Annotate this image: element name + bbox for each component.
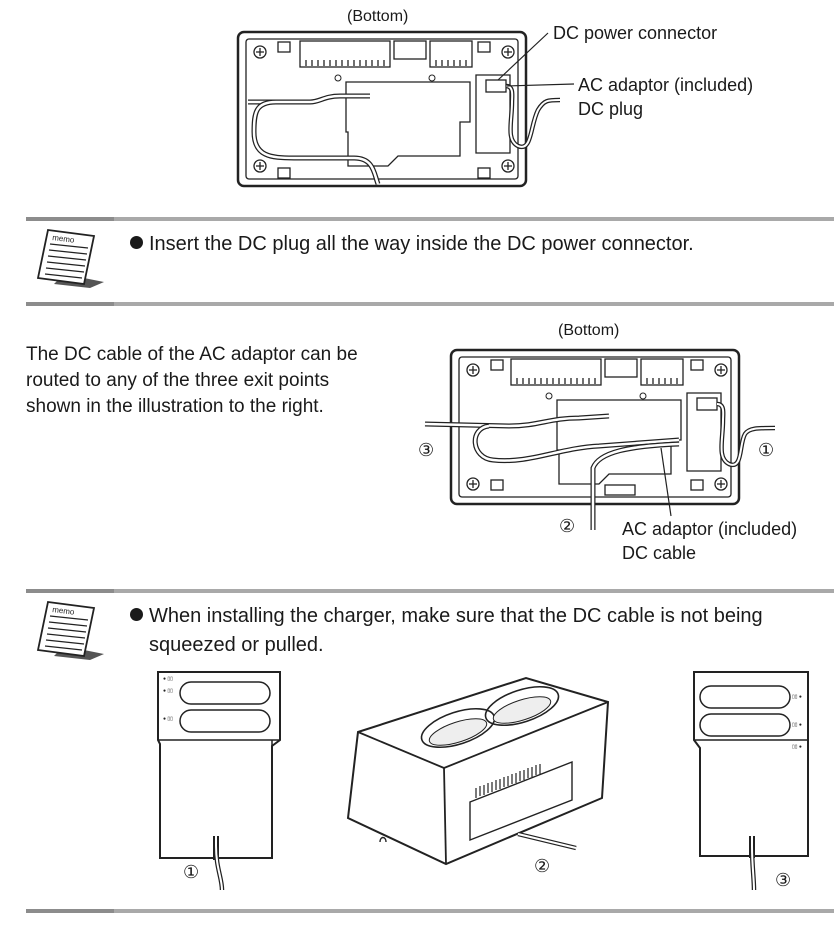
memo1-text-content: Insert the DC plug all the way inside th…: [149, 233, 694, 255]
svg-text:● ▯▯: ● ▯▯: [163, 716, 173, 722]
svg-text:▯▯ ●: ▯▯ ●: [792, 744, 802, 750]
diagram1-title: (Bottom): [347, 8, 409, 25]
charger-angled-view: [346, 676, 610, 866]
svg-text:● ▯▯: ● ▯▯: [163, 676, 173, 682]
exit-point-3: ③: [418, 440, 435, 460]
bottom-rule: [26, 909, 834, 913]
bullet-icon: [130, 608, 143, 621]
svg-text:▯▯ ●: ▯▯ ●: [792, 722, 802, 728]
label-dc-cable: DC cable: [622, 543, 697, 563]
label-dc-power-connector: DC power connector: [553, 23, 718, 43]
charger-bottom-diagram-1: [236, 30, 575, 188]
charger-bottom-diagram-2: [424, 348, 776, 530]
memo1-text: Insert the DC plug all the way inside th…: [130, 230, 694, 259]
routing-line1: The DC cable of the AC adaptor can be: [26, 344, 358, 365]
routing-line3: shown in the illustration to the right.: [26, 396, 324, 417]
memo1-bottom-rule: [26, 302, 834, 306]
label-ac-adaptor-2: AC adaptor (included): [622, 519, 798, 539]
svg-text:▯▯ ●: ▯▯ ●: [792, 694, 802, 700]
memo2-line2: squeezed or pulled.: [149, 634, 324, 656]
routing-line2: routed to any of the three exit points: [26, 370, 330, 391]
routing-paragraph: The DC cable of the AC adaptor can be ro…: [26, 342, 358, 420]
charger-number-3: ③: [775, 870, 792, 890]
charger-side-view-right: ▯▯ ● ▯▯ ● ▯▯ ●: [693, 671, 809, 891]
memo-icon-text: memo: [52, 233, 76, 245]
memo2-text: When installing the charger, make sure t…: [130, 602, 820, 660]
memo-icon-text: memo: [52, 605, 76, 617]
bullet-icon: [130, 236, 143, 249]
memo2-line1: When installing the charger, make sure t…: [149, 605, 763, 627]
memo1-top-rule: [26, 217, 834, 221]
label-dc-plug: DC plug: [578, 99, 644, 119]
exit-point-1: ①: [758, 440, 775, 460]
label-ac-adaptor: AC adaptor (included): [578, 75, 754, 95]
charger-number-1: ①: [183, 862, 200, 882]
memo2-top-rule: [26, 589, 834, 593]
charger-number-2: ②: [534, 856, 551, 876]
diagram2-title: (Bottom): [558, 322, 620, 339]
memo-icon: memo: [36, 228, 104, 288]
charger-side-view-left: ● ▯▯ ● ▯▯ ● ▯▯: [157, 671, 281, 891]
memo-icon: memo: [36, 600, 104, 660]
svg-text:● ▯▯: ● ▯▯: [163, 688, 173, 694]
exit-point-2: ②: [559, 516, 576, 536]
